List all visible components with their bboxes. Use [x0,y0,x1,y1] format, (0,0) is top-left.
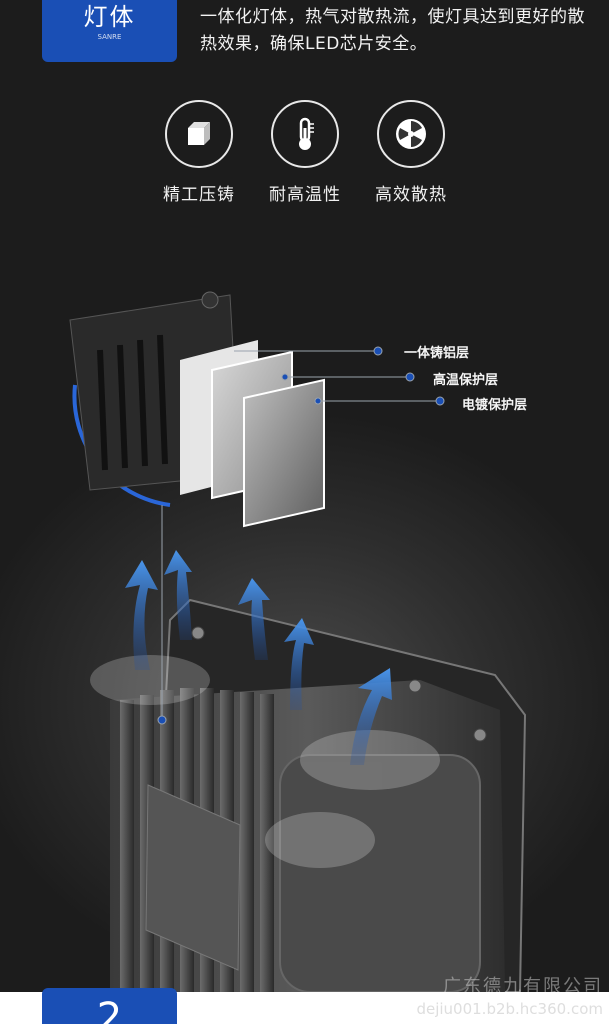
feature-item: 耐高温性 [255,100,355,205]
next-section-number: 2 [96,995,123,1024]
fan-icon [396,119,426,149]
rear-cover [279,754,481,992]
feature-circle [165,100,233,168]
airflow-arrows [125,550,392,765]
watermark-company: 广东德九有限公司 [443,976,603,997]
feature-circle [271,100,339,168]
feature-label: 高效散热 [375,185,447,205]
feature-circle [377,100,445,168]
layer-label-cast: 一体铸铝层 [404,346,470,361]
feature-label: 精工压铸 [163,185,235,205]
layer-label-plating: 电镀保护层 [462,398,528,413]
feature-item: 高效散热 [361,100,461,205]
heatsink-illustration [90,530,527,992]
section-subtitle: SANRE [97,33,122,41]
cube-icon [188,122,210,145]
feature-label: 耐高温性 [269,185,341,205]
section-badge: 灯体 SANRE [42,0,177,62]
watermark-url: dejiu001.b2b.hc360.com [416,1000,603,1018]
section-title: 灯体 [83,3,136,31]
section-intro: 一体化灯体，热气对散热流，使灯具达到更好的散热效果，确保LED芯片安全。 [200,7,585,54]
layer-diagram [69,291,445,530]
feature-item: 精工压铸 [149,100,249,205]
thermometer-icon [299,117,314,150]
layer-label-heat: 高温保护层 [433,373,499,388]
heat-protection-layer [243,378,325,528]
next-section-badge: 2 [42,988,177,1024]
name-plate [145,784,241,971]
